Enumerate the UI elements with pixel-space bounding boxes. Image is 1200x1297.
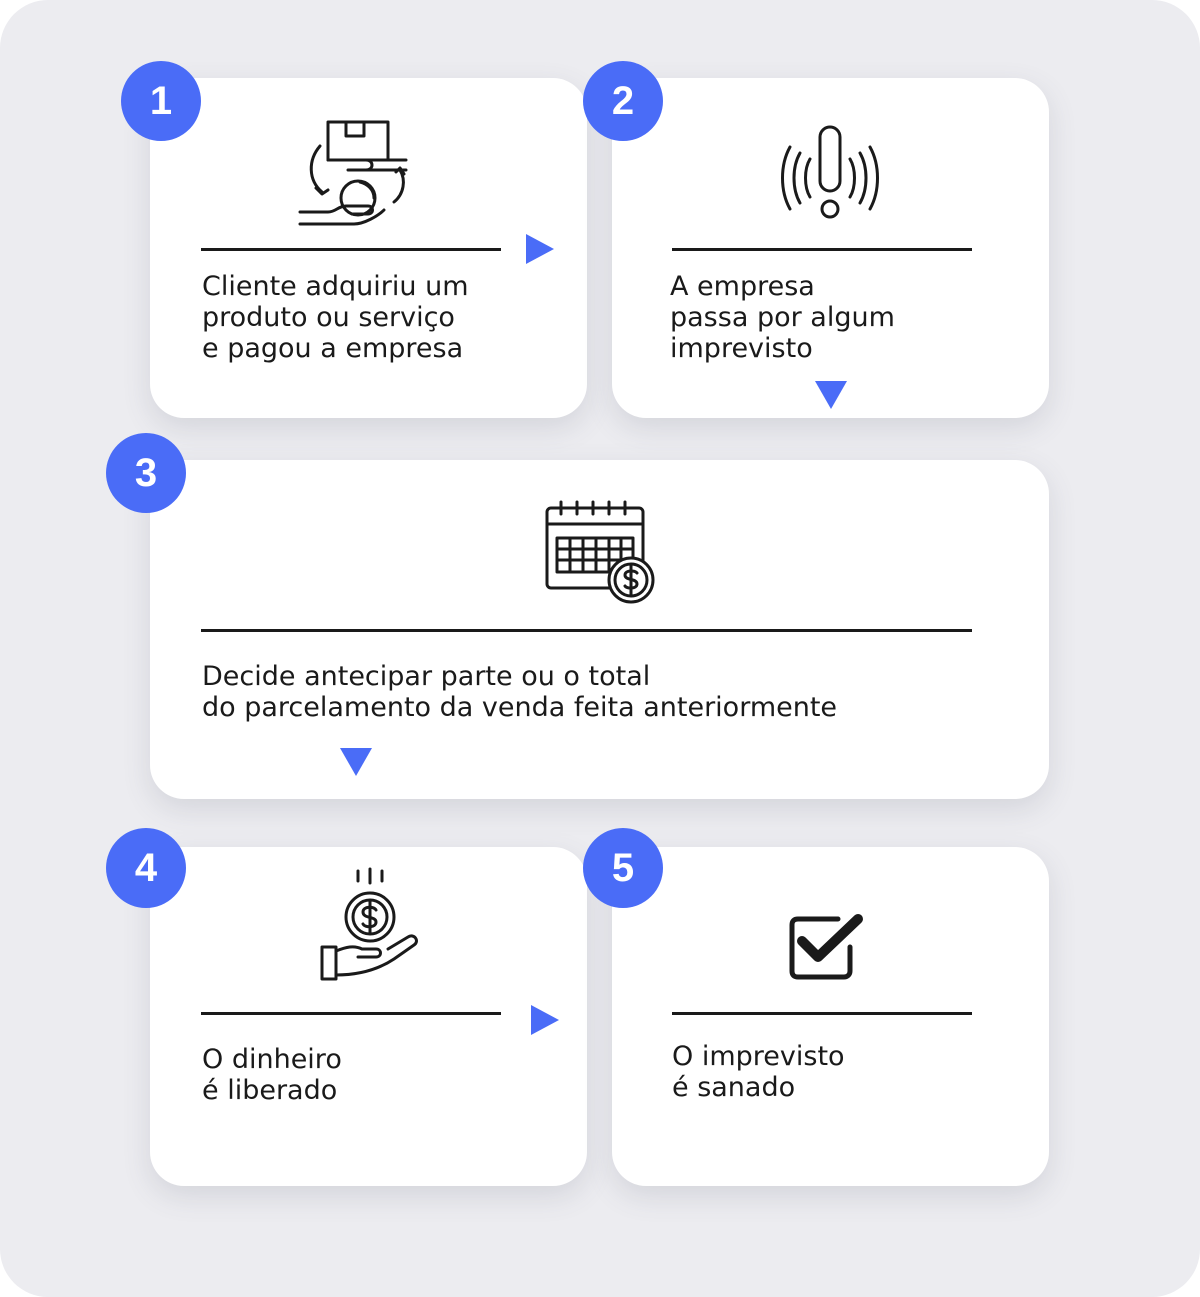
step-3-text: Decide antecipar parte ou o total do par… (202, 661, 838, 723)
step-2-divider (672, 248, 972, 251)
step-2-card: A empresa passa por algum imprevisto (612, 78, 1049, 418)
step-5-card: O imprevisto é sanado (612, 847, 1049, 1186)
step-4-divider (201, 1012, 501, 1015)
arrow-right-icon (531, 1005, 559, 1035)
step-5-text: O imprevisto é sanado (672, 1041, 845, 1103)
step-3-divider (201, 629, 972, 632)
step-5-divider (672, 1012, 972, 1015)
alert-exclamation-icon (781, 125, 879, 219)
arrow-right-icon (526, 234, 554, 264)
step-2-number-badge: 2 (583, 61, 663, 141)
checkbox-checked-icon (789, 914, 863, 980)
calendar-money-icon (545, 500, 655, 604)
step-1-card: Cliente adquiriu um produto ou serviço e… (150, 78, 587, 418)
arrow-down-icon (340, 748, 372, 776)
step-4-text: O dinheiro é liberado (202, 1044, 342, 1106)
step-4-number-badge: 4 (106, 828, 186, 908)
step-3-card: Decide antecipar parte ou o total do par… (150, 460, 1049, 799)
step-1-number-badge: 1 (121, 61, 201, 141)
step-1-text: Cliente adquiriu um produto ou serviço e… (202, 271, 469, 364)
step-5-number-badge: 5 (583, 828, 663, 908)
step-4-card: O dinheiro é liberado (150, 847, 587, 1186)
product-payment-exchange-icon (298, 120, 408, 226)
step-1-divider (201, 248, 501, 251)
money-in-hand-icon (320, 867, 418, 981)
arrow-down-icon (815, 381, 847, 409)
step-3-number-badge: 3 (106, 433, 186, 513)
step-2-text: A empresa passa por algum imprevisto (670, 271, 895, 364)
